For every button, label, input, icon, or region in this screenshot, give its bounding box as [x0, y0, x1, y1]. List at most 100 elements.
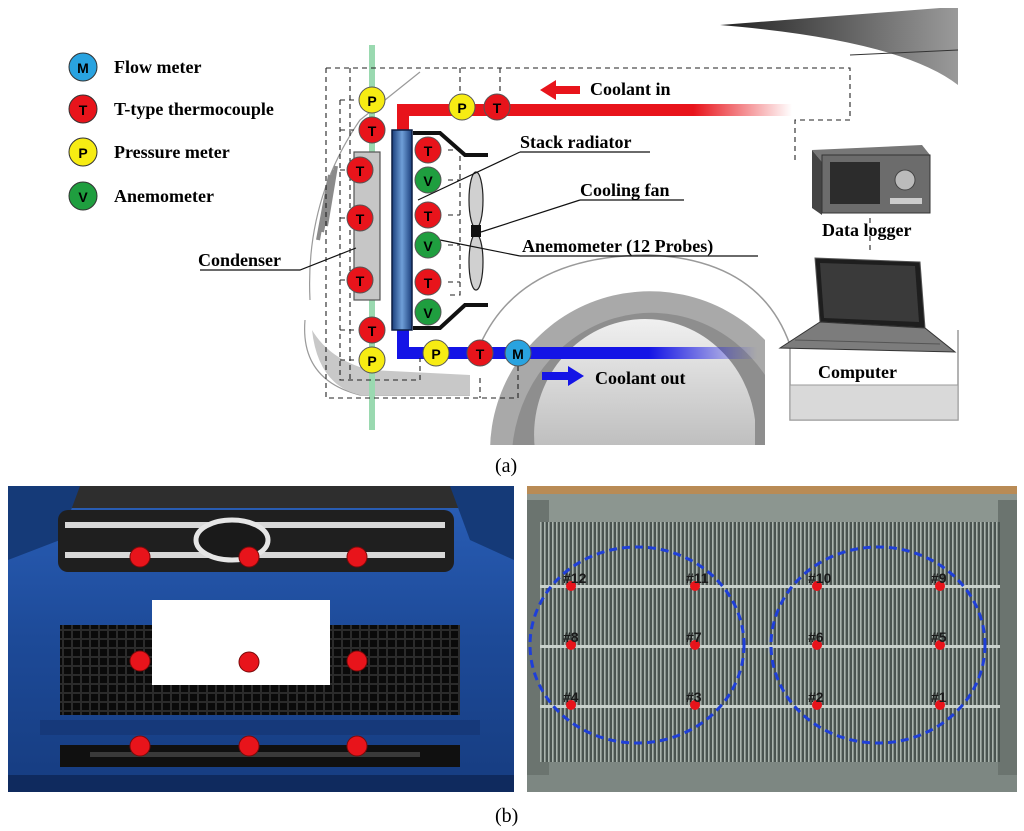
svg-text:T: T	[476, 346, 485, 362]
measurement-point	[346, 546, 368, 568]
thermocouple-icon: T	[483, 93, 511, 121]
svg-text:T: T	[424, 275, 433, 291]
svg-text:#10: #10	[808, 570, 832, 586]
svg-text:T: T	[368, 123, 377, 139]
pressure-meter-icon: P	[422, 339, 450, 367]
fan-area-outline	[528, 545, 746, 745]
coolant-out-label: Coolant out	[595, 368, 686, 388]
svg-text:V: V	[423, 238, 433, 254]
anemometer-icon: V	[414, 166, 442, 194]
svg-text:#12: #12	[563, 570, 587, 586]
flow-meter-icon	[68, 52, 98, 82]
radiator-photo	[527, 486, 1017, 792]
anemometer-icon: V	[414, 231, 442, 259]
anemometer-icon	[68, 181, 98, 211]
car-outline	[304, 8, 959, 421]
svg-text:#11: #11	[686, 570, 709, 586]
legend-thermocouple: T T-type thermocouple	[68, 94, 274, 124]
pressure-meter-icon: P	[358, 346, 386, 374]
svg-text:M: M	[512, 346, 524, 362]
pressure-meter-icon	[68, 137, 98, 167]
fan-shroud	[413, 131, 488, 330]
svg-text:P: P	[431, 346, 440, 362]
fan-area-outline	[769, 545, 987, 745]
svg-text:T: T	[424, 143, 433, 159]
car-front-photo	[8, 486, 514, 792]
leader-lines	[200, 151, 758, 271]
computer-label: Computer	[818, 362, 897, 382]
measurement-point	[129, 650, 151, 672]
measurement-point	[238, 546, 260, 568]
pressure-meter-icon: P	[448, 93, 476, 121]
svg-text:M: M	[77, 60, 89, 76]
probe-point-8: #8	[563, 629, 579, 650]
measurement-point	[238, 651, 260, 673]
stack-radiator	[391, 129, 413, 331]
legend-flow-meter: M Flow meter	[68, 52, 201, 82]
probe-point-11: #11	[686, 570, 709, 591]
coolant-in-arrow	[540, 80, 580, 100]
thermocouple-icon: T	[346, 266, 374, 294]
svg-text:T: T	[493, 100, 502, 116]
data-logger	[812, 145, 931, 215]
coolant-out-arrow	[542, 366, 584, 386]
data-logger-label: Data logger	[822, 220, 911, 240]
svg-text:#1: #1	[931, 689, 947, 705]
pressure-meter-icon: P	[358, 86, 386, 114]
car-measurement-points	[129, 546, 368, 757]
caption-a: (a)	[495, 455, 517, 477]
svg-text:T: T	[368, 323, 377, 339]
legend-pressure-meter: P Pressure meter	[68, 137, 230, 167]
measurement-point	[129, 735, 151, 757]
probe-point-4: #4	[563, 689, 579, 710]
thermocouple-icon	[68, 94, 98, 124]
svg-text:P: P	[78, 145, 87, 161]
measurement-point	[346, 650, 368, 672]
probe-point-5: #5	[931, 629, 947, 650]
svg-text:V: V	[423, 173, 433, 189]
svg-text:#4: #4	[563, 689, 579, 705]
svg-text:#2: #2	[808, 689, 824, 705]
thermocouple-icon: T	[466, 339, 494, 367]
legend: M Flow meter T T-type thermocouple P Pre…	[68, 52, 274, 211]
svg-text:T: T	[424, 208, 433, 224]
sensor-markers: P T P T T T T T V T V T V T P P T M	[346, 86, 532, 374]
cooling-fan	[468, 171, 484, 291]
probe-point-9: #9	[931, 570, 947, 591]
measurement-point	[238, 735, 260, 757]
thermocouple-icon: T	[346, 156, 374, 184]
flow-meter-icon: M	[504, 339, 532, 367]
thermocouple-icon: T	[414, 136, 442, 164]
thermocouple-icon: T	[358, 116, 386, 144]
measurement-point	[129, 546, 151, 568]
anemometer-probes-label: Anemometer (12 Probes)	[522, 236, 713, 257]
probe-point-1: #1	[931, 689, 947, 710]
probe-point-6: #6	[808, 629, 824, 650]
probe-point-10: #10	[808, 570, 832, 591]
thermocouple-icon: T	[358, 316, 386, 344]
laptop-computer	[778, 257, 957, 353]
thermocouple-icon: T	[346, 204, 374, 232]
svg-text:T: T	[356, 273, 365, 289]
anemometer-icon: V	[414, 298, 442, 326]
svg-text:T: T	[356, 211, 365, 227]
svg-text:#9: #9	[931, 570, 947, 586]
probe-point-3: #3	[686, 689, 702, 710]
probe-point-2: #2	[808, 689, 824, 710]
probe-point-7: #7	[686, 629, 702, 650]
legend-label: Pressure meter	[114, 142, 230, 162]
cooling-fan-label: Cooling fan	[580, 180, 670, 200]
svg-text:P: P	[367, 93, 376, 109]
anemometer-probe-points: #12 #11 #10 #9 #8 #7 #6 #5 #4 #3 #2 #1	[563, 570, 947, 710]
caption-b: (b)	[495, 805, 518, 827]
legend-label: Anemometer	[114, 186, 214, 206]
stack-radiator-label: Stack radiator	[520, 132, 632, 152]
svg-text:#7: #7	[686, 629, 702, 645]
svg-text:T: T	[79, 102, 88, 118]
svg-text:T: T	[356, 163, 365, 179]
svg-text:#3: #3	[686, 689, 702, 705]
coolant-in-label: Coolant in	[590, 79, 671, 99]
svg-text:#5: #5	[931, 629, 947, 645]
svg-text:V: V	[423, 305, 433, 321]
